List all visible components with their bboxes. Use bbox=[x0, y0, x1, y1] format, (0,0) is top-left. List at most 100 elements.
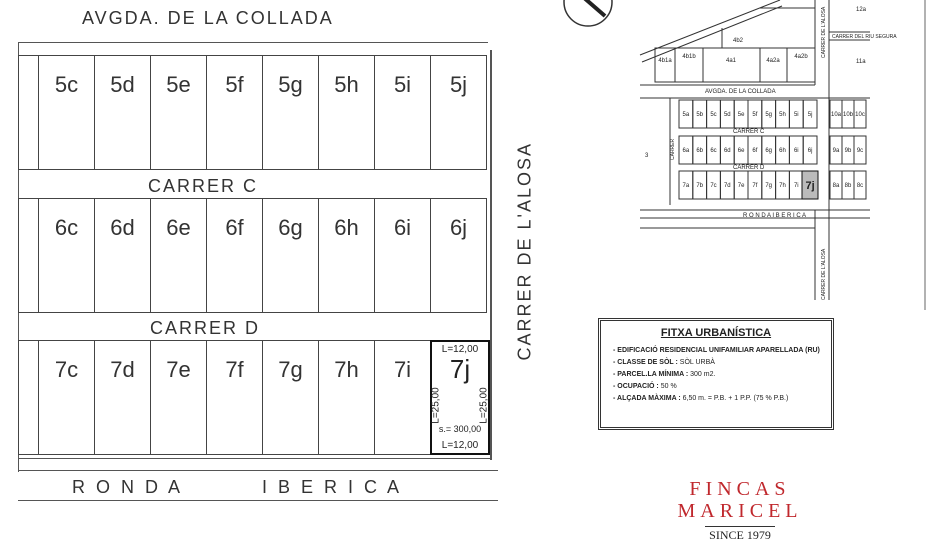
minimap-lot-label: 7b bbox=[696, 183, 703, 189]
minimap-lot-label: 9a bbox=[833, 148, 840, 154]
minimap-street-alosa-top: CARRER DE L'ALOSA bbox=[821, 6, 827, 58]
minimap-lot-12a: 12a bbox=[856, 7, 867, 13]
minimap-lot-label: 6a bbox=[683, 148, 690, 154]
lot[interactable]: 7i bbox=[374, 340, 431, 455]
lot[interactable]: 7c bbox=[38, 340, 95, 455]
lot-label: 7h bbox=[334, 357, 359, 382]
road-edge bbox=[18, 500, 498, 501]
lot-label: 6d bbox=[110, 215, 135, 240]
lot[interactable]: 5g bbox=[262, 55, 319, 170]
lot-dimension-top: L=12,00 bbox=[441, 344, 479, 355]
lot[interactable]: 5h bbox=[318, 55, 375, 170]
fitxa-item-value: 50 % bbox=[660, 383, 677, 390]
minimap-lot-label: 7e bbox=[738, 183, 745, 189]
highlighted-lot-7j[interactable]: L=12,00 7j L=25,00 L=25,00 s.= 300,00 L=… bbox=[430, 340, 490, 455]
minimap-lot-label: 6c bbox=[710, 148, 716, 154]
minimap-lot bbox=[678, 99, 694, 129]
minimap-lot-label: 6e bbox=[738, 148, 745, 154]
logo-line1: FINCAS bbox=[689, 478, 791, 500]
logo-line2: MARICEL bbox=[677, 500, 803, 522]
minimap-lot-3: 3 bbox=[645, 153, 649, 159]
lot[interactable]: 7f bbox=[206, 340, 263, 455]
minimap-lot-label: 4a1 bbox=[726, 58, 737, 64]
minimap-lot-label: 5f bbox=[752, 112, 757, 118]
lot[interactable]: 5j bbox=[430, 55, 487, 170]
fitxa-item-label: - OCUPACIÓ : bbox=[613, 383, 659, 390]
lot[interactable]: 6i bbox=[374, 198, 431, 313]
minimap-lot-label: 6f bbox=[752, 148, 757, 154]
fitxa-item-label: - ALÇADA MÀXIMA : bbox=[613, 395, 681, 402]
fitxa-item-label: - PARCEL.LA MÍNIMA : bbox=[613, 371, 689, 378]
minimap-lot-label: 4a2b bbox=[794, 54, 808, 60]
minimap-lot bbox=[829, 170, 843, 200]
fitxa-item: - EDIFICACIÓ RESIDENCIAL UNIFAMILIAR APA… bbox=[613, 347, 831, 354]
lot-dimension-right: L=25,00 bbox=[478, 387, 490, 424]
lot[interactable]: 7g bbox=[262, 340, 319, 455]
fitxa-item-label: - CLASSE DE SÒL : bbox=[613, 359, 678, 366]
lot-label: 5d bbox=[110, 72, 135, 97]
minimap-lot-label: 5b bbox=[696, 112, 703, 118]
logo-since: SINCE 1979 bbox=[709, 528, 771, 542]
minimap-lot-label: 10c bbox=[855, 112, 865, 118]
lot-label: 5e bbox=[166, 72, 191, 97]
lot[interactable]: 5i bbox=[374, 55, 431, 170]
lot-partial bbox=[18, 55, 39, 170]
minimap-lot-label: 7a bbox=[683, 183, 690, 189]
street-label-carrer-c: CARRER C bbox=[148, 176, 259, 196]
minimap-lot-label: 8a bbox=[833, 183, 840, 189]
lot[interactable]: 6j bbox=[430, 198, 487, 313]
minimap-lot-label: 4b1a bbox=[658, 58, 672, 64]
lot[interactable]: 6e bbox=[150, 198, 207, 313]
minimap-lot-label: 5d bbox=[724, 112, 731, 118]
lot-label: 7i bbox=[393, 357, 412, 382]
minimap-lot-label: 5j bbox=[808, 112, 813, 118]
minimap-lot-label: 7j bbox=[806, 180, 815, 192]
lot[interactable]: 5d bbox=[94, 55, 151, 170]
minimap-lot-label: 6j bbox=[808, 148, 813, 154]
lot[interactable]: 5e bbox=[150, 55, 207, 170]
road-edge bbox=[18, 42, 488, 43]
lot[interactable]: 6c bbox=[38, 198, 95, 313]
minimap-lot bbox=[829, 99, 843, 129]
road-edge bbox=[18, 470, 498, 471]
minimap-lot-label: 6h bbox=[779, 148, 786, 154]
fitxa-title: FITXA URBANÍSTICA bbox=[660, 327, 772, 339]
minimap-lot-label: 7d bbox=[724, 183, 731, 189]
lot[interactable]: 6g bbox=[262, 198, 319, 313]
minimap-lot-label: 6i bbox=[794, 148, 799, 154]
minimap-lot-label: 5e bbox=[738, 112, 745, 118]
minimap-lot-label: 7g bbox=[765, 183, 772, 189]
minimap-lot-11a: 11a bbox=[856, 59, 866, 65]
minimap-lot-label: 6g bbox=[765, 148, 772, 154]
minimap-lot-label: 7f bbox=[752, 183, 757, 189]
minimap-lot-label: 10b bbox=[843, 112, 854, 118]
fitxa-item: - CLASSE DE SÒL : SÒL URBÀ bbox=[613, 359, 831, 366]
lot-dimension-bottom: L=12,00 bbox=[441, 440, 479, 451]
minimap-lot-label: 5i bbox=[794, 112, 799, 118]
logo-divider bbox=[705, 526, 775, 527]
fitxa-item-value: SÒL URBÀ bbox=[679, 359, 715, 366]
minimap-lot-label: 7i bbox=[794, 183, 799, 189]
lot-label: 7d bbox=[110, 357, 135, 382]
lot-label: 7e bbox=[166, 357, 191, 382]
road-edge bbox=[490, 50, 492, 460]
lot-area: s.= 300,00 bbox=[438, 424, 482, 434]
lot[interactable]: 7h bbox=[318, 340, 375, 455]
lot[interactable]: 5f bbox=[206, 55, 263, 170]
minimap-lot bbox=[678, 170, 694, 200]
minimap-street-alosa-bottom: CARRER DE L'ALOSA bbox=[821, 248, 827, 300]
minimap-lot bbox=[678, 135, 694, 165]
lot-label: 6h bbox=[334, 215, 359, 240]
lot[interactable]: 7e bbox=[150, 340, 207, 455]
fitxa-item-value: 300 m2. bbox=[690, 371, 716, 378]
fitxa-urbanistica-panel: FITXA URBANÍSTICA - EDIFICACIÓ RESIDENCI… bbox=[598, 318, 834, 430]
minimap-lot-label: 5g bbox=[765, 112, 772, 118]
lot-label: 7f bbox=[225, 357, 244, 382]
north-arrow-icon bbox=[563, 0, 613, 27]
minimap-street-riu-segura: CARRER DEL RIU SEGURA bbox=[832, 34, 897, 40]
street-label-avgda: AVGDA. DE LA COLLADA bbox=[82, 8, 334, 28]
lot[interactable]: 6f bbox=[206, 198, 263, 313]
lot[interactable]: 7d bbox=[94, 340, 151, 455]
minimap-lot bbox=[829, 135, 843, 165]
